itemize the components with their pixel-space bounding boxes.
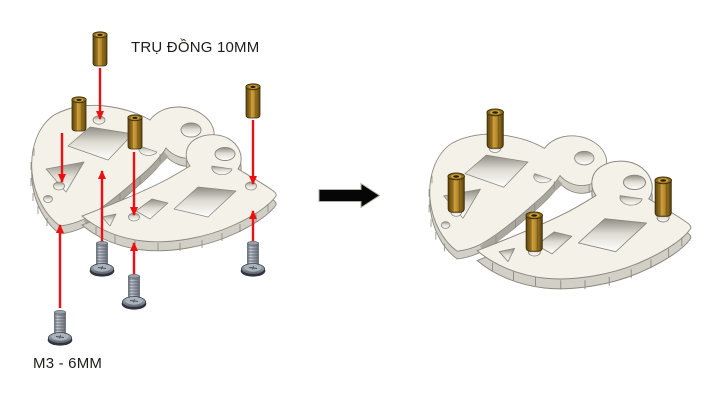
brass-standoff [245, 83, 261, 119]
brass-standoff [71, 96, 87, 132]
m3-screw [47, 309, 73, 347]
m3-screw [121, 273, 147, 311]
standoff-label: TRỤ ĐỒNG 10MM [131, 38, 259, 56]
assembly-step-arrow-icon [318, 182, 381, 209]
m3-screw [240, 240, 266, 278]
brass-standoff-mounted [654, 176, 673, 217]
brass-standoff [127, 114, 143, 150]
standoff-insert-arrows [58, 68, 257, 216]
exploded-view [31, 31, 276, 347]
screw-label: M3 - 6MM [33, 355, 102, 372]
assembled-view [429, 108, 691, 289]
brass-standoff [92, 31, 108, 67]
m3-screw [89, 240, 115, 278]
brass-standoff-mounted [447, 172, 466, 213]
brass-standoff-mounted [486, 108, 505, 149]
brass-standoff-mounted [525, 211, 544, 252]
screw-insert-arrows [56, 170, 257, 308]
